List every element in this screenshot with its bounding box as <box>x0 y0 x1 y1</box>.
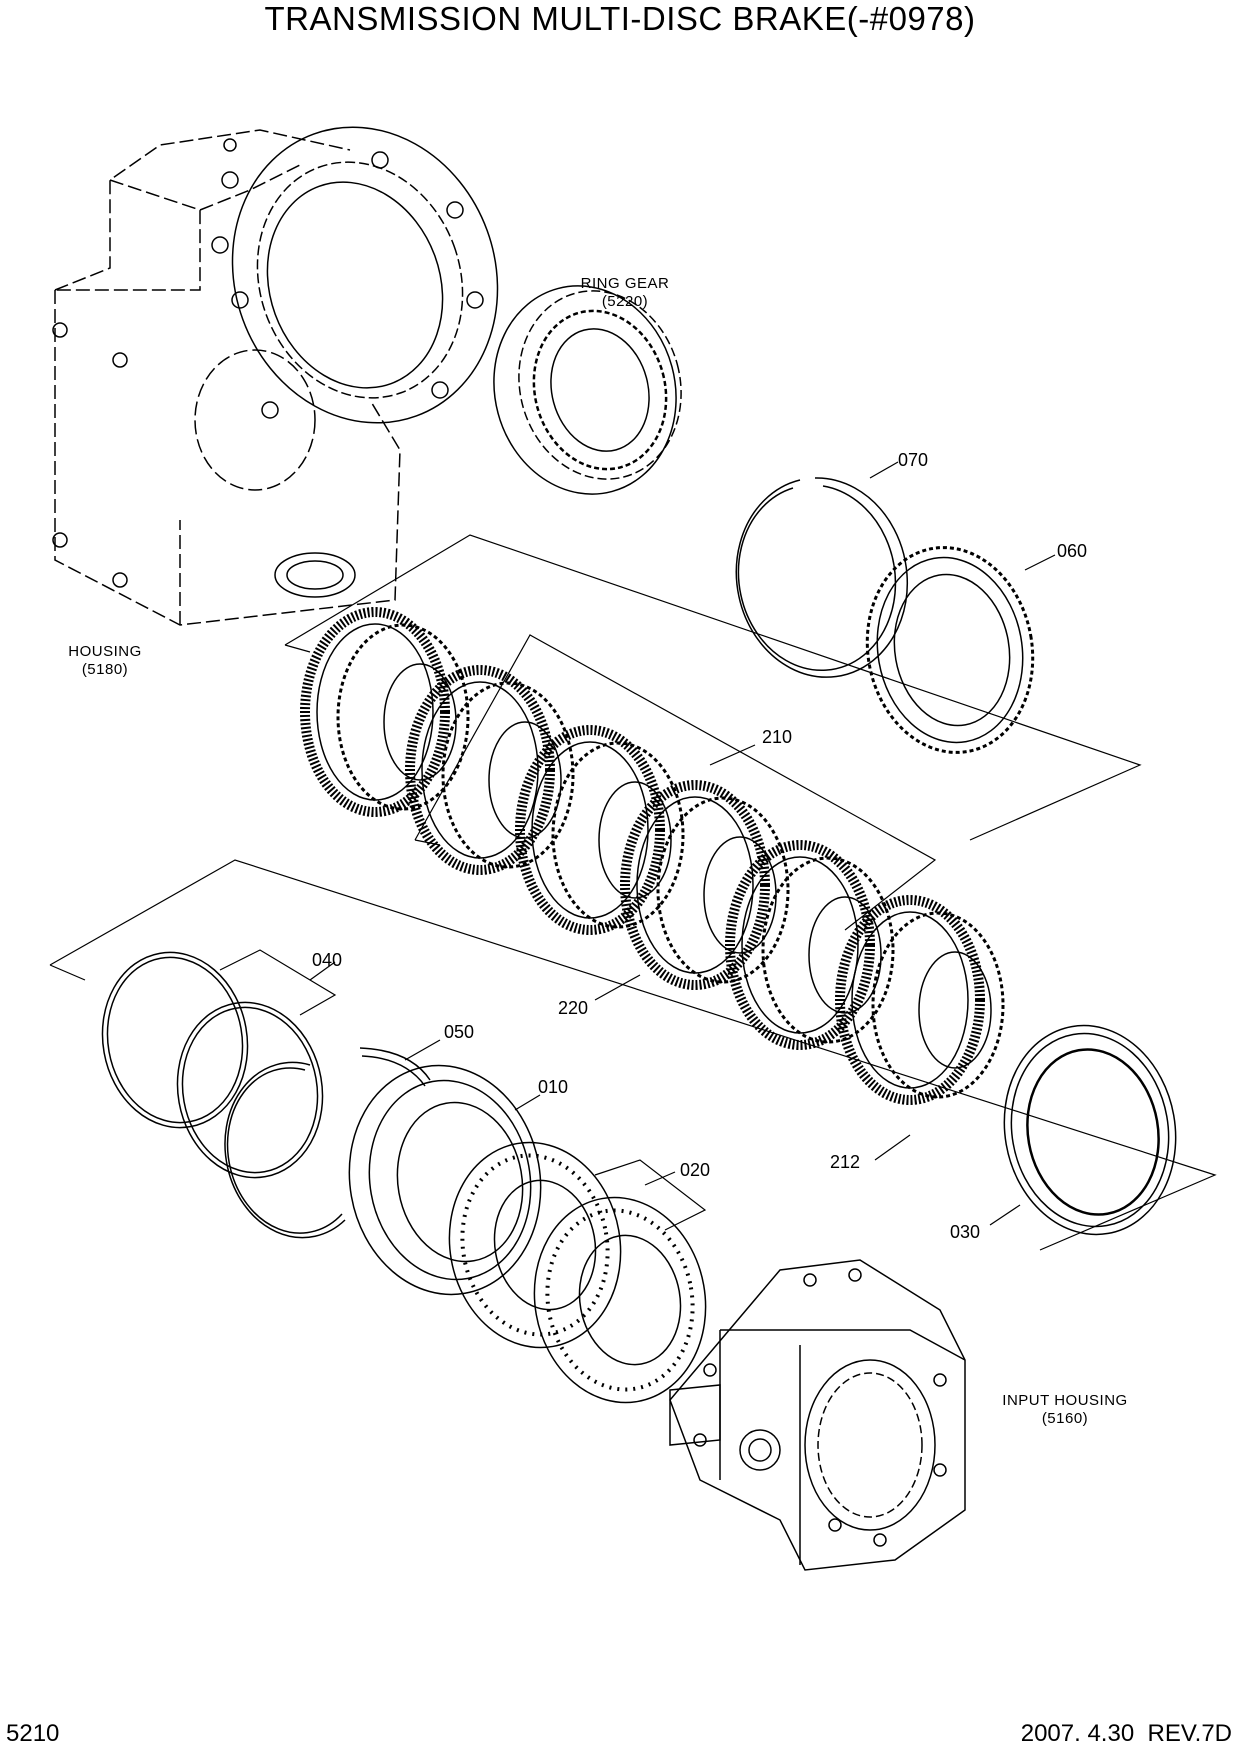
snap-ring-070-drawing <box>735 477 909 678</box>
part-number-060: 060 <box>1057 541 1088 561</box>
page-number: 5210 <box>6 1720 60 1747</box>
clip-050-drawing <box>359 1047 431 1087</box>
housing-label: HOUSING (5180) <box>50 643 160 679</box>
input-housing-code: (5160) <box>1041 1410 1089 1427</box>
seal-030-drawing <box>1003 1024 1177 1236</box>
housing-name: HOUSING <box>68 643 142 660</box>
rings-040-drawing <box>101 951 346 1239</box>
friction-disc <box>725 840 895 1050</box>
leader-lines <box>309 461 1056 1226</box>
page-title: TRANSMISSION MULTI-DISC BRAKE(-#0978) <box>264 0 976 37</box>
ring-gear-name: RING GEAR <box>580 275 670 292</box>
friction-disc <box>405 665 575 875</box>
friction-disc <box>620 780 790 990</box>
housing-5180-drawing <box>54 129 401 626</box>
ring-gear-5220-drawing <box>493 285 682 495</box>
housing-flange-ring <box>52 126 499 598</box>
ring-gear-label: RING GEAR (5220) <box>565 275 685 311</box>
part-number-020: 020 <box>680 1160 711 1180</box>
ring-gear-code: (5220) <box>601 293 649 310</box>
washers-020-drawing <box>448 1141 707 1404</box>
revision-date: 2007. 4.30 REV.7D <box>1020 1720 1232 1747</box>
input-housing-label: INPUT HOUSING (5160) <box>985 1392 1145 1428</box>
part-number-070: 070 <box>898 450 929 470</box>
part-number-210: 210 <box>762 727 793 747</box>
input-housing-name: INPUT HOUSING <box>1002 1392 1128 1409</box>
friction-disc <box>515 725 685 935</box>
piston-010-drawing <box>348 1064 542 1296</box>
plate-060-drawing <box>865 546 1035 754</box>
housing-code: (5180) <box>81 661 129 678</box>
disc-stack-drawing <box>300 607 1005 1105</box>
part-number-050: 050 <box>444 1022 475 1042</box>
part-number-010: 010 <box>538 1077 569 1097</box>
input-housing-5160-drawing <box>669 1259 966 1571</box>
friction-disc <box>835 895 1005 1105</box>
part-number-030: 030 <box>950 1222 981 1242</box>
assembly-brackets <box>49 534 1217 1251</box>
part-number-212: 212 <box>830 1152 861 1172</box>
part-number-220: 220 <box>558 998 589 1018</box>
part-number-040: 040 <box>312 950 343 970</box>
